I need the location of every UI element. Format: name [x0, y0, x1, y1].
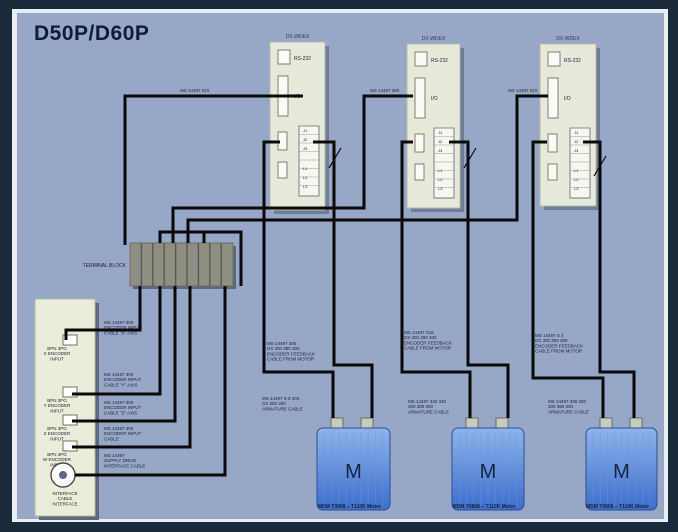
- terminal-label: J3: [303, 146, 308, 151]
- diagram-title: D50P/D60P: [34, 22, 150, 45]
- terminal-label: L2: [303, 175, 308, 180]
- io-cable-label: MS 14497 IOX: [508, 88, 538, 93]
- rs232-label: RS-232: [564, 58, 581, 64]
- drive-3: [539, 43, 600, 210]
- aux-connector: [277, 161, 288, 179]
- cable-slash-marker: [593, 155, 607, 177]
- terminal-label: J2: [574, 139, 579, 144]
- motor-label: M: [480, 461, 497, 483]
- rs232-label: RS-232: [431, 58, 448, 64]
- encoder-input-connector: [62, 334, 78, 346]
- drive-1: [269, 41, 329, 214]
- terminal-label: J3: [438, 148, 443, 153]
- io-connector: [414, 77, 426, 119]
- terminal-label: L1: [303, 166, 308, 171]
- encoder-input-connector: [62, 386, 78, 398]
- cable-slash-marker: [328, 147, 342, 169]
- terminal-label: J3: [574, 148, 579, 153]
- terminal-label: L2: [438, 177, 443, 182]
- encoder-cable-w: [72, 286, 192, 449]
- io-label: I/O: [564, 96, 571, 102]
- terminal-label: J1: [574, 130, 579, 135]
- cable-slash-marker: [463, 147, 477, 169]
- armature-cable-3: [583, 140, 636, 418]
- aux-connector: [414, 163, 425, 181]
- motor-model-label: MDM T0808 – T110K Motor: [452, 504, 515, 510]
- feedback-cable-3: [531, 140, 605, 418]
- feedback-connector: [414, 133, 425, 153]
- encoder-cable-y: [72, 286, 162, 396]
- io-cable-2: [171, 94, 413, 243]
- terminal-label: L2: [574, 177, 579, 182]
- terminal-label: J2: [438, 139, 443, 144]
- drive-header: DX-WDEX: [422, 36, 446, 42]
- io-cable-label: MS 14497 IOX: [180, 88, 210, 93]
- motor-model-label: MDM T0808 – T110K Motor: [318, 504, 381, 510]
- feedback-cable-1: [262, 140, 335, 418]
- terminal-label: L3: [574, 186, 579, 191]
- terminal-label: L1: [574, 168, 579, 173]
- interface-cable: [75, 286, 227, 477]
- drive-2: [406, 43, 464, 212]
- rs232-connector: [547, 51, 561, 67]
- rs232-label: RS-232: [294, 56, 311, 62]
- motor-label: M: [345, 461, 362, 483]
- feedback-connector: [547, 133, 558, 153]
- encoder-cable-x: [64, 286, 142, 340]
- io-connector: [547, 77, 559, 119]
- motor-label: M: [613, 461, 630, 483]
- interface-port-pin: [59, 471, 67, 479]
- terminal-label: L3: [303, 184, 308, 189]
- drive-header: DX-WDEX: [556, 36, 580, 42]
- rs232-connector: [277, 49, 291, 65]
- io-cable-1: [123, 94, 303, 245]
- terminal-label: J1: [438, 130, 443, 135]
- rs232-connector: [414, 51, 428, 67]
- armature-cable-1: [313, 140, 374, 418]
- io-cable-3: [186, 94, 548, 243]
- io-cable-label: MS 14497 380: [370, 88, 400, 93]
- io-label: I/O: [431, 96, 438, 102]
- feedback-cable-2: [400, 140, 472, 418]
- terminal-label: J2: [303, 137, 308, 142]
- encoder-cable-z: [72, 286, 177, 423]
- armature-cable-2: [449, 140, 510, 418]
- terminal-label: J1: [303, 128, 308, 133]
- bus-jumper-2: [204, 230, 243, 286]
- terminal-block: [129, 242, 234, 287]
- terminal-label: L3: [438, 186, 443, 191]
- drive-header: DX-WDEX: [286, 34, 310, 40]
- motor-model-label: MDM T0808 – T110K Motor: [586, 504, 649, 510]
- aux-connector: [547, 163, 558, 181]
- terminal-label: L1: [438, 168, 443, 173]
- bus-jumper: [158, 230, 206, 243]
- terminal-block-label: TERMINAL BLOCK: [83, 263, 127, 269]
